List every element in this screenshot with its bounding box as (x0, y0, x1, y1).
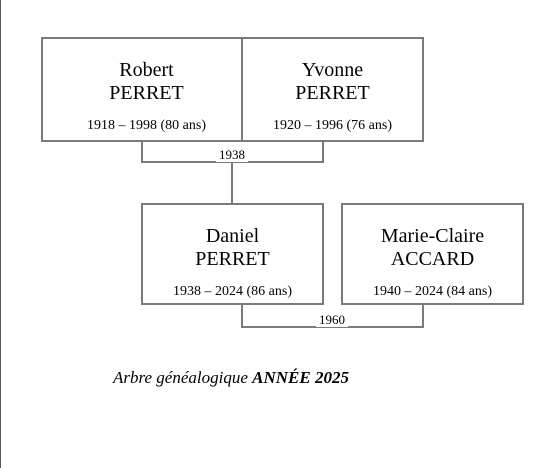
person-box-robert[interactable]: Robert PERRET 1918 – 1998 (80 ans) (41, 37, 252, 142)
person-life-dates: 1938 – 2024 (86 ans) (173, 284, 292, 299)
person-box-marie-claire[interactable]: Marie-Claire ACCARD 1940 – 2024 (84 ans) (341, 203, 524, 305)
person-life-dates: 1920 – 1996 (76 ans) (273, 118, 392, 133)
marriage-bracket-daniel-marie-claire (241, 305, 424, 328)
person-last-name: PERRET (109, 82, 184, 104)
person-last-name: PERRET (195, 248, 270, 270)
caption-emphasis: ANNÉE 2025 (252, 368, 349, 387)
person-last-name: ACCARD (390, 248, 475, 270)
person-first-name: Marie-Claire (380, 225, 485, 247)
person-first-name: Yvonne (301, 59, 364, 81)
marriage-year-daniel-marie-claire: 1960 (316, 312, 348, 327)
marriage-year-robert-yvonne: 1938 (216, 147, 248, 162)
person-box-yvonne[interactable]: Yvonne PERRET 1920 – 1996 (76 ans) (241, 37, 424, 142)
person-life-dates: 1918 – 1998 (80 ans) (87, 118, 206, 133)
person-first-name: Daniel (205, 225, 260, 247)
person-box-daniel[interactable]: Daniel PERRET 1938 – 2024 (86 ans) (141, 203, 324, 305)
person-life-dates: 1940 – 2024 (84 ans) (373, 284, 492, 299)
tree-caption: Arbre généalogique ANNÉE 2025 (113, 368, 349, 388)
caption-prefix: Arbre généalogique (113, 368, 253, 387)
person-first-name: Robert (119, 59, 174, 81)
person-last-name: PERRET (295, 82, 370, 104)
page-left-border (0, 0, 1, 468)
